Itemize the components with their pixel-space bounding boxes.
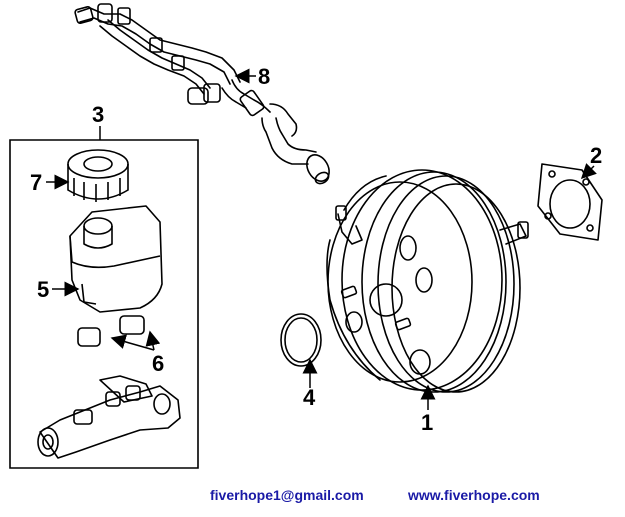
callout-8: 8: [258, 64, 270, 89]
callout-2: 2: [590, 143, 602, 168]
footer-email: fiverhope1@gmail.com: [210, 487, 364, 503]
leader-6a: [110, 334, 155, 351]
callout-1: 1: [421, 410, 433, 435]
callout-4: 4: [303, 385, 316, 410]
callout-7: 7: [30, 170, 42, 195]
footer-watermark: fiverhope1@gmail.com www.fiverhope.com: [0, 487, 625, 507]
fluid-reservoir: [69, 205, 163, 347]
reservoir-cap: [67, 149, 129, 202]
callout-6: 6: [152, 351, 164, 376]
vacuum-hose-assembly: [74, 3, 330, 185]
callout-3: 3: [92, 102, 104, 127]
footer-website: www.fiverhope.com: [408, 487, 540, 503]
leader-lines: [46, 68, 597, 410]
master-cylinder-group-box: [9, 139, 199, 469]
brake-booster: [326, 169, 529, 393]
leader-2: [580, 163, 597, 180]
o-ring-seal: [280, 313, 322, 367]
booster-gasket: [537, 163, 603, 241]
master-cylinder: [37, 375, 181, 459]
callout-5: 5: [37, 277, 49, 302]
leader-6b: [145, 330, 161, 351]
